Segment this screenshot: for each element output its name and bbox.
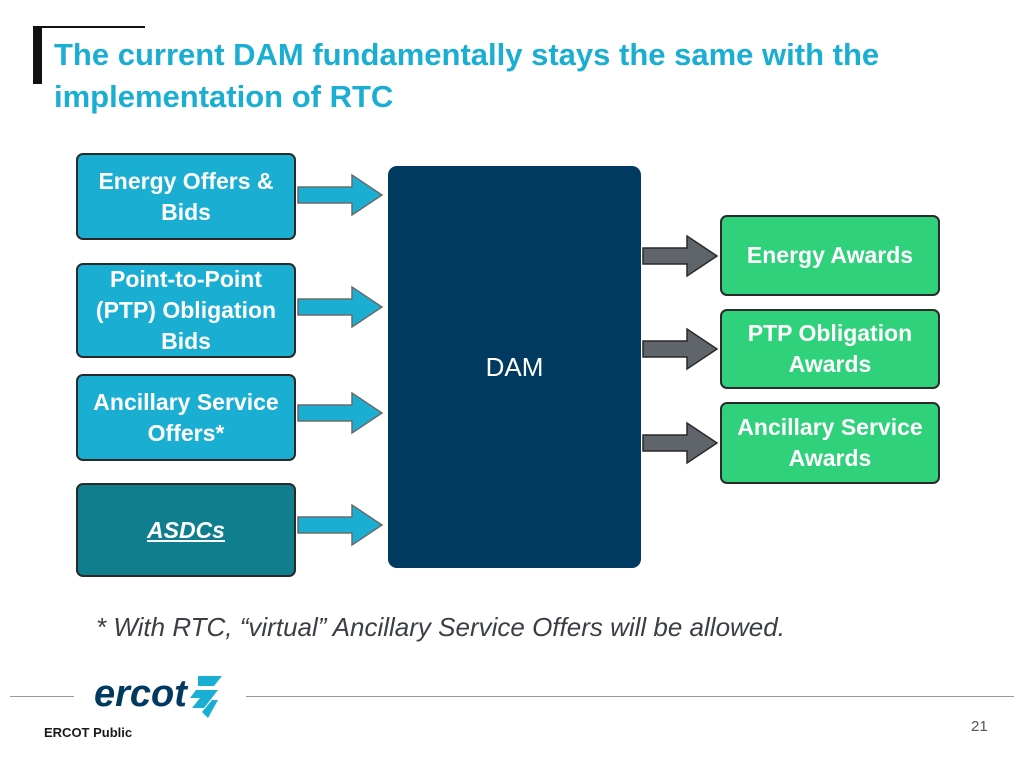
dam-box: DAM [388, 166, 641, 568]
input-arrow-asdcs [297, 503, 384, 547]
output-arrow-ancillary [642, 421, 719, 465]
input-ptp-obligation-bids: Point-to-Point (PTP) Obligation Bids [76, 263, 296, 358]
output-energy-awards: Energy Awards [720, 215, 940, 296]
title-accent-line [33, 26, 145, 28]
input-arrow-ancillary [297, 391, 384, 435]
footer-label: ERCOT Public [44, 725, 133, 740]
slide-title: The current DAM fundamentally stays the … [54, 37, 880, 114]
footer-rule-right [246, 696, 1014, 697]
ercot-logo: ercot [94, 673, 222, 718]
dam-label: DAM [485, 351, 544, 382]
output-ptp-obligation-awards: PTP Obligation Awards [720, 309, 940, 389]
output-ancillary-service-awards: Ancillary Service Awards [720, 402, 940, 484]
footnote: * With RTC, “virtual” Ancillary Service … [96, 612, 785, 642]
output-arrow-energy [642, 234, 719, 278]
logo-wordmark: ercot [94, 673, 188, 715]
title-accent-bar [33, 26, 42, 84]
input-energy-offers-bids: Energy Offers & Bids [76, 153, 296, 240]
input-ancillary-service-offers: Ancillary Service Offers* [76, 374, 296, 461]
footer-rule-left [10, 696, 74, 697]
input-asdcs: ASDCs [76, 483, 296, 577]
logo-mark-icon [190, 676, 222, 718]
page-number: 21 [971, 718, 988, 735]
input-arrow-energy [297, 173, 384, 217]
output-arrow-ptp [642, 327, 719, 371]
input-arrow-ptp [297, 285, 384, 329]
